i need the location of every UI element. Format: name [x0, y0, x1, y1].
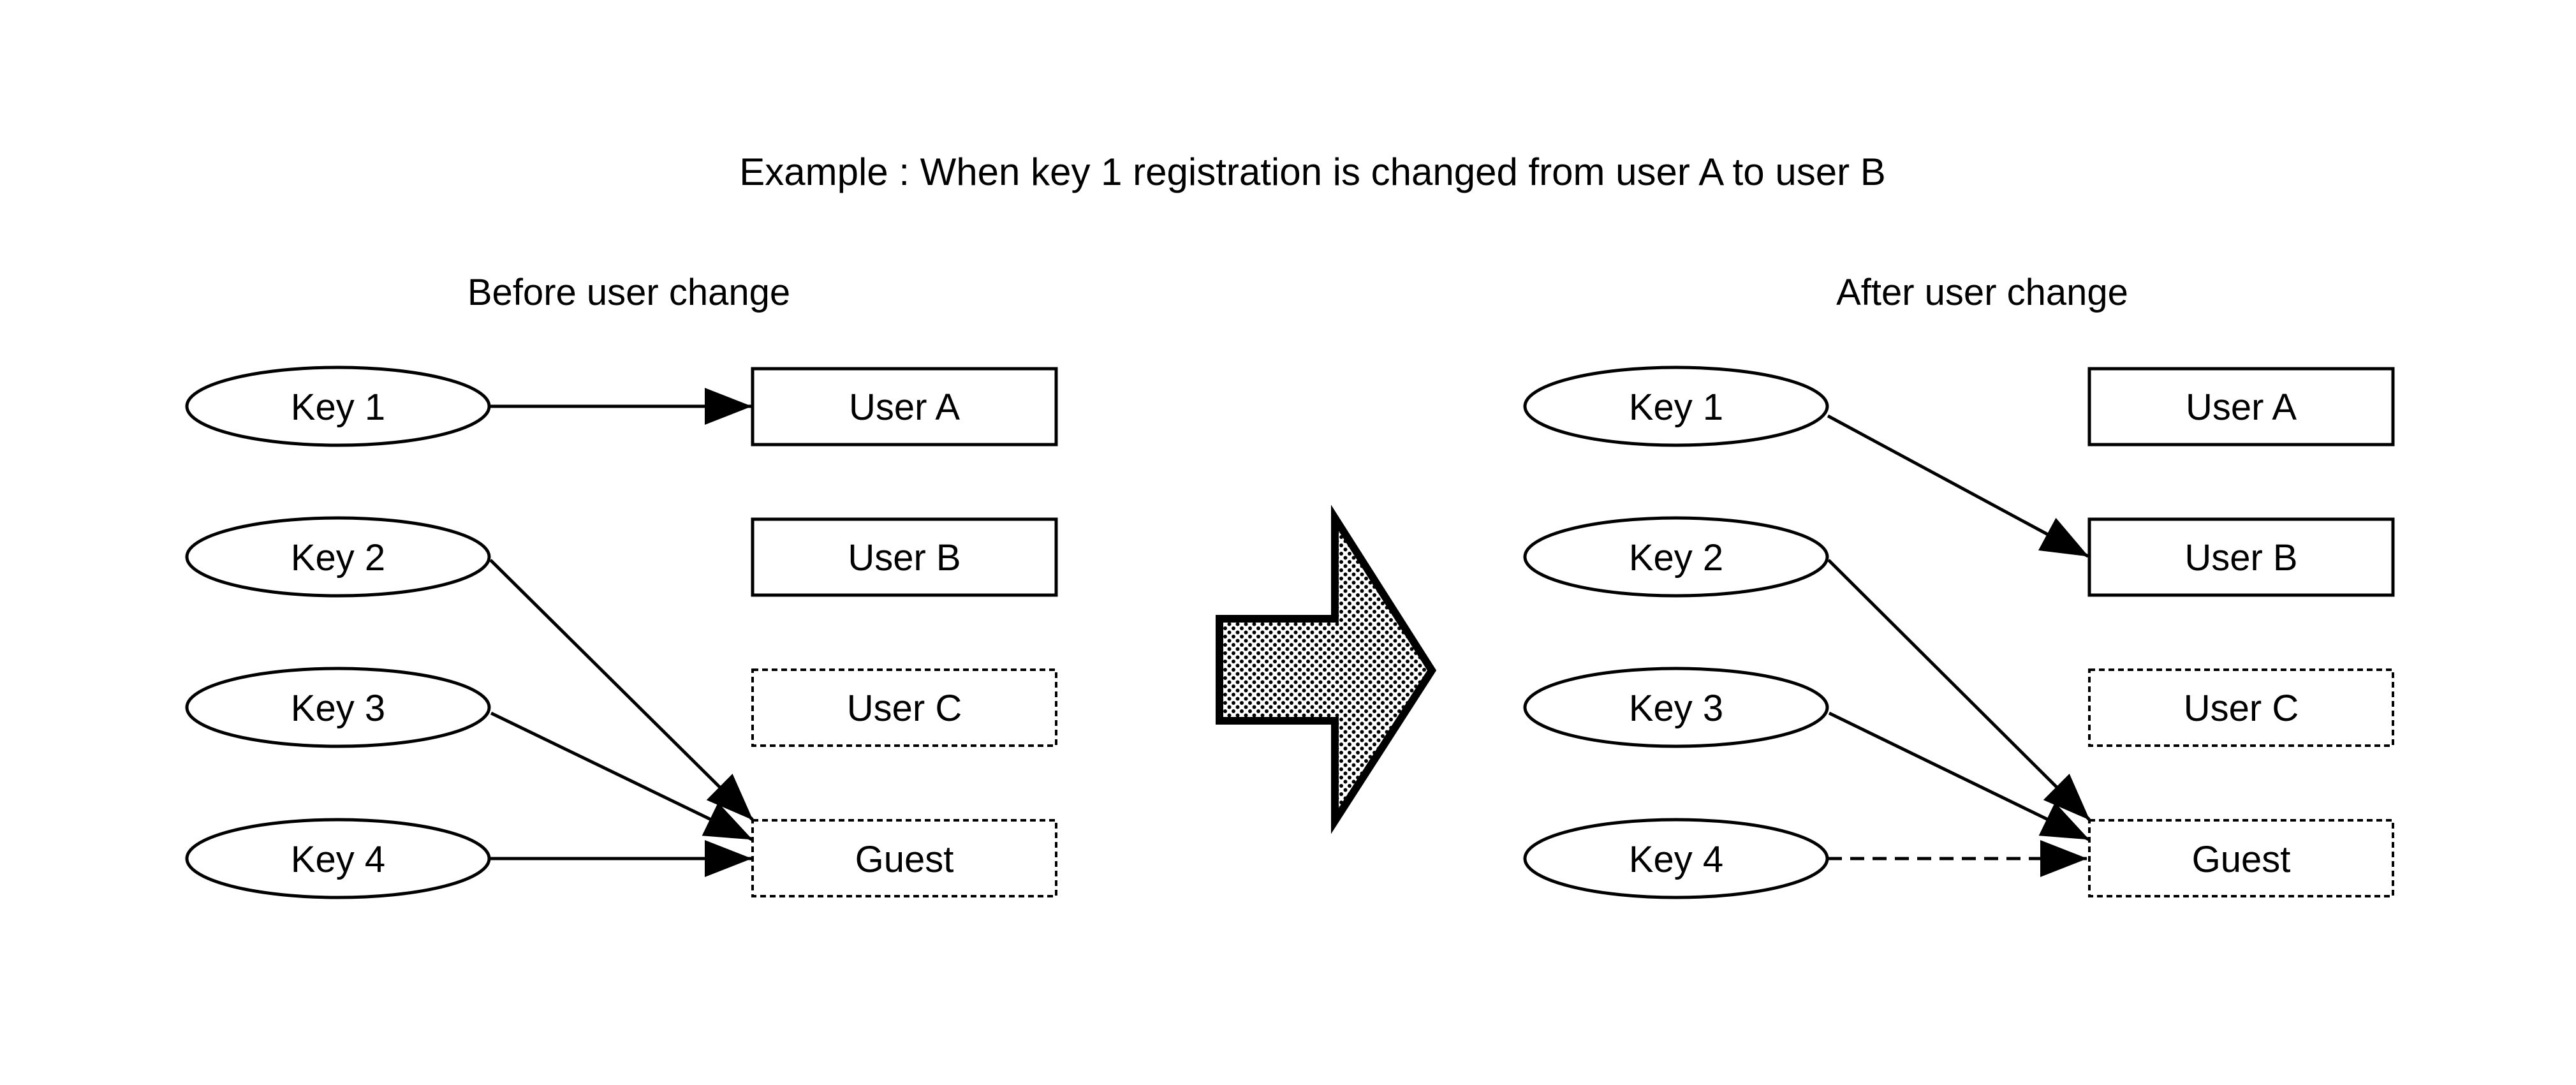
after-key-1-label: Key 1	[1629, 387, 1723, 428]
after-key-3-label: Key 3	[1629, 688, 1723, 729]
before-user-a-label: User A	[849, 387, 960, 428]
after-key-2-label: Key 2	[1629, 537, 1723, 579]
before-key-4-label: Key 4	[291, 839, 385, 880]
before-key-2-label: Key 2	[291, 537, 385, 579]
before-user-c-label: User C	[847, 688, 962, 729]
before-user-b-box	[751, 517, 1058, 597]
before-user-a-box	[751, 367, 1058, 447]
after-guest-label: Guest	[2192, 839, 2291, 880]
after-user-b-label: User B	[2184, 537, 2297, 579]
before-arrow-key3-to-guest	[490, 711, 753, 841]
before-guest-label: Guest	[855, 839, 954, 880]
before-user-c-box	[751, 668, 1057, 747]
after-user-a-label: User A	[2186, 387, 2297, 428]
after-user-c-box	[2088, 668, 2394, 747]
after-arrow-key2-to-guest	[1827, 559, 2091, 821]
after-key-4-ellipse	[1523, 818, 1829, 899]
after-arrow-key3-to-guest	[1828, 711, 2090, 841]
after-user-c-label: User C	[2184, 688, 2299, 729]
before-key-1-label: Key 1	[291, 387, 385, 428]
after-arrow-key1-to-userb	[1827, 414, 2089, 558]
after-guest-box	[2088, 819, 2394, 897]
after-user-b-box	[2087, 517, 2395, 597]
before-key-2-ellipse	[185, 516, 491, 598]
after-panel: After user change Key 1 Key 2 Key 3 Key …	[1523, 272, 2395, 899]
before-key-3-label: Key 3	[291, 688, 385, 729]
after-key-2-ellipse	[1523, 516, 1829, 598]
before-user-b-label: User B	[848, 537, 960, 579]
before-heading: Before user change	[467, 272, 790, 313]
after-key-1-ellipse	[1523, 365, 1829, 447]
before-key-4-ellipse	[185, 818, 491, 899]
after-heading: After user change	[1836, 272, 2128, 313]
before-arrow-key2-to-guest	[489, 559, 754, 821]
after-user-a-box	[2087, 367, 2395, 447]
before-panel: Before user change Key 1 Key 2 Key 3 Key…	[185, 272, 1058, 899]
after-key-4-label: Key 4	[1629, 839, 1723, 880]
before-key-3-ellipse	[185, 667, 491, 748]
before-key-1-ellipse	[185, 365, 491, 447]
figure-title: Example : When key 1 registration is cha…	[739, 151, 1886, 193]
transition-right-arrow-icon	[1216, 505, 1437, 834]
before-guest-box	[751, 819, 1057, 897]
after-key-3-ellipse	[1523, 667, 1829, 748]
